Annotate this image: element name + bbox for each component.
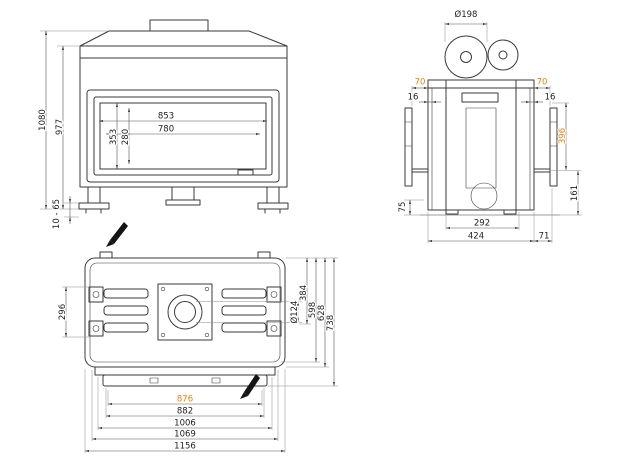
dim-top-flue-diameter: Ø124 xyxy=(289,301,300,324)
mount-rail-right xyxy=(549,107,558,187)
dim-side-frame-inset-left: 16 xyxy=(408,93,419,103)
dim-side-rail-offset-right: 70 xyxy=(537,78,548,88)
top-view: 296 Ø124 384 598 628 738 876 xyxy=(57,251,338,453)
hood xyxy=(79,30,288,47)
latch-right-top xyxy=(266,286,282,303)
vent-slats-left xyxy=(103,288,149,299)
label-plate xyxy=(461,92,499,103)
front-view: 1080 977 853 780 353 280 10 - 65 xyxy=(37,19,289,247)
front-panel xyxy=(102,374,268,387)
damper-wheel xyxy=(487,39,519,71)
flue-stub xyxy=(149,19,209,32)
front-strip xyxy=(94,366,276,376)
side-view-dimensions: Ø198 70 70 16 16 396 161 75 xyxy=(397,8,582,243)
marker-pen-icon xyxy=(240,374,260,399)
latch-left-top xyxy=(88,286,104,303)
dim-front-glass-height: 280 xyxy=(121,129,131,145)
flue-opening xyxy=(167,294,203,330)
dim-side-lower-height: 161 xyxy=(570,185,580,201)
dim-top-latch-spacing: 296 xyxy=(58,304,68,320)
glass xyxy=(99,102,267,170)
foot-left xyxy=(78,202,110,210)
dim-top-body-width: 1069 xyxy=(174,430,196,440)
dim-front-opening-height: 353 xyxy=(109,129,119,145)
dim-side-rear-offset: 71 xyxy=(539,232,550,242)
door-latch xyxy=(237,169,254,176)
front-body xyxy=(79,45,288,188)
side-body xyxy=(427,79,535,211)
dim-front-opening-width: 853 xyxy=(158,112,174,122)
vent-slats-right xyxy=(221,288,267,299)
front-view-dimensions: 1080 977 853 780 353 280 10 - 65 xyxy=(37,30,268,230)
dim-front-foot-range: 10 - 65 xyxy=(52,199,62,229)
dim-side-rod-height: 396 xyxy=(558,128,568,144)
dim-front-overall-height: 1080 xyxy=(38,109,48,131)
dim-side-rail-offset-left: 70 xyxy=(415,78,426,88)
dim-front-body-height: 977 xyxy=(55,119,65,135)
top-view-outline xyxy=(84,251,286,387)
dim-side-front-clearance: 75 xyxy=(398,202,408,213)
dim-side-body-depth: 424 xyxy=(468,232,484,242)
ash-pan xyxy=(470,182,498,210)
side-view: Ø198 70 70 16 16 396 161 75 xyxy=(397,8,582,243)
dim-side-frame-inset-right: 16 xyxy=(545,93,556,103)
flue-plate xyxy=(157,283,213,341)
dim-top-body-depth: 628 xyxy=(317,305,327,321)
top-body xyxy=(84,257,286,368)
side-view-outline xyxy=(404,35,561,216)
dim-top-front-width: 882 xyxy=(177,407,193,417)
dim-top-overall-width: 1156 xyxy=(174,442,196,452)
latch-left-bottom xyxy=(88,320,104,337)
dim-side-inner-depth: 292 xyxy=(474,219,490,229)
door-frame xyxy=(86,89,280,183)
foot-right xyxy=(257,202,289,210)
dim-front-glass-width: 780 xyxy=(158,125,174,135)
flue-collar xyxy=(444,35,488,79)
dim-top-flue-depth: 384 xyxy=(299,285,309,301)
mount-rail-left xyxy=(404,107,413,187)
front-view-outline xyxy=(78,19,289,214)
marker-pen-icon xyxy=(106,222,128,247)
dim-side-flue-diameter: Ø198 xyxy=(455,9,478,20)
dim-top-inner-width: 1006 xyxy=(174,419,196,429)
dim-top-opening-width: 876 xyxy=(177,395,193,405)
dim-top-overall-depth: 738 xyxy=(326,315,336,331)
latch-right-bottom xyxy=(266,320,282,337)
top-view-dimensions: 296 Ø124 384 598 628 738 876 xyxy=(57,257,338,453)
dim-top-inner-depth: 598 xyxy=(308,302,318,318)
